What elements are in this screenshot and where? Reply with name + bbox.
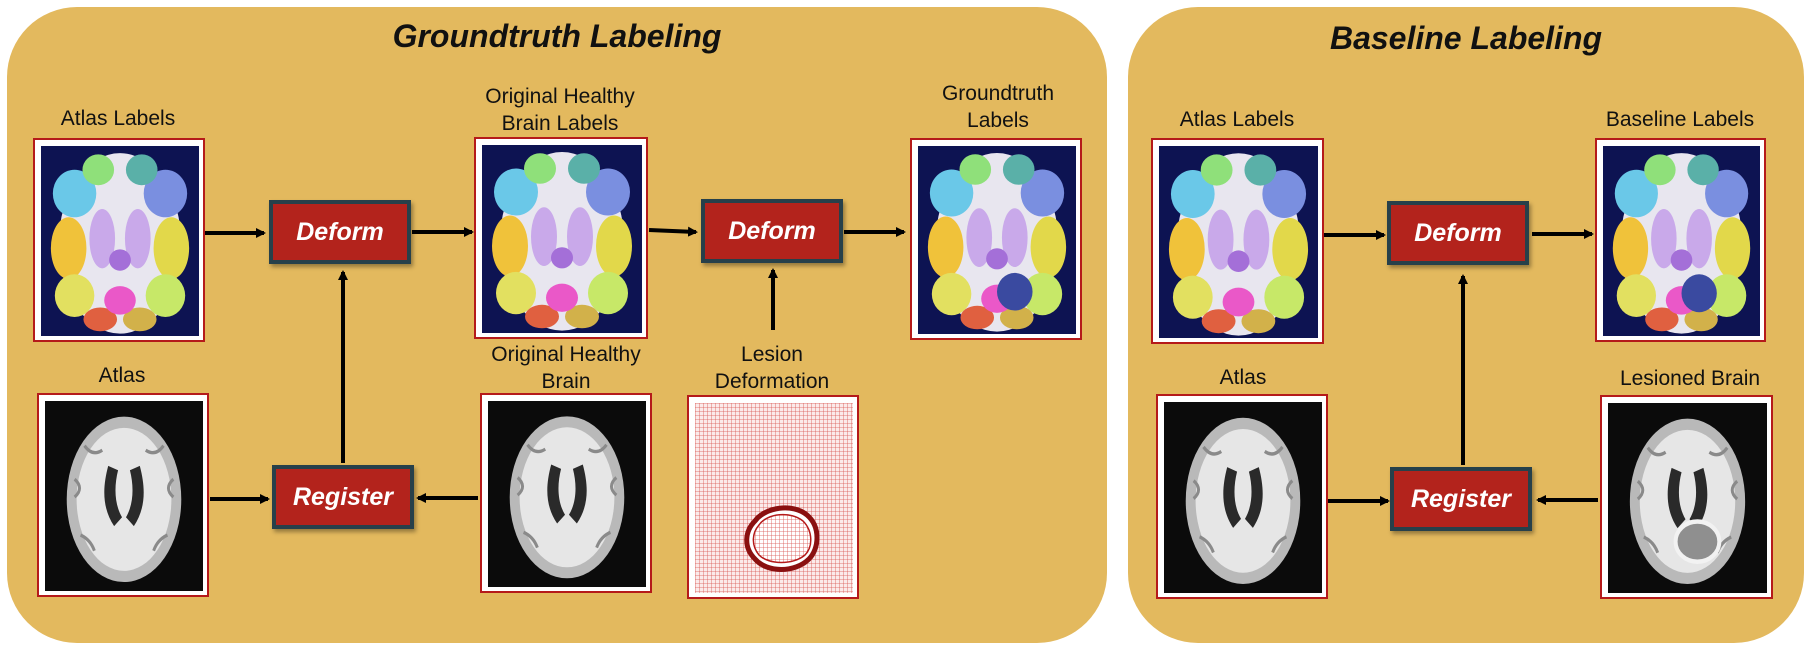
atlas-labels-image: [33, 138, 205, 342]
register-box: Register: [272, 465, 414, 529]
groundtruth-title: Groundtruth Labeling: [392, 18, 722, 54]
lesion-deformation-caption-line2: Deformation: [714, 370, 830, 393]
healthy-labels-image: [474, 137, 648, 339]
lesion-deformation-caption-line1: Lesion: [741, 343, 803, 366]
arrow-healthylabels-deform2: [648, 226, 698, 237]
lesioned-brain-image: [1600, 395, 1773, 599]
r-atlas-caption: Atlas: [1219, 366, 1267, 389]
deform-box-2: Deform: [701, 199, 843, 263]
r-atlas-labels-image: [1151, 138, 1324, 344]
deform-box-1: Deform: [269, 200, 411, 264]
r-atlas-mri-image: [1156, 394, 1328, 599]
healthy-brain-image: [480, 393, 652, 593]
atlas-mri-image: [37, 393, 209, 597]
lesion-deformation-image: [687, 395, 859, 599]
baseline-labels-caption: Baseline Labels: [1605, 108, 1755, 131]
lesioned-brain-caption: Lesioned Brain: [1619, 367, 1761, 390]
atlas-caption: Atlas: [98, 364, 146, 387]
groundtruth-labels-caption-line2: Labels: [967, 109, 1029, 132]
r-deform-box: Deform: [1387, 201, 1529, 265]
atlas-labels-caption: Atlas Labels: [60, 107, 176, 130]
r-atlas-labels-caption: Atlas Labels: [1179, 108, 1295, 131]
healthy-brain-caption-line2: Brain: [541, 370, 591, 393]
healthy-labels-caption-line1: Original Healthy: [485, 85, 635, 108]
groundtruth-labels-caption-line1: Groundtruth: [941, 82, 1055, 105]
r-register-box: Register: [1390, 467, 1532, 531]
healthy-brain-caption-line1: Original Healthy: [491, 343, 641, 366]
healthy-labels-caption-line2: Brain Labels: [501, 112, 619, 135]
baseline-title: Baseline Labeling: [1329, 20, 1603, 56]
baseline-labels-image: [1595, 138, 1766, 342]
groundtruth-labels-image: [910, 138, 1082, 340]
